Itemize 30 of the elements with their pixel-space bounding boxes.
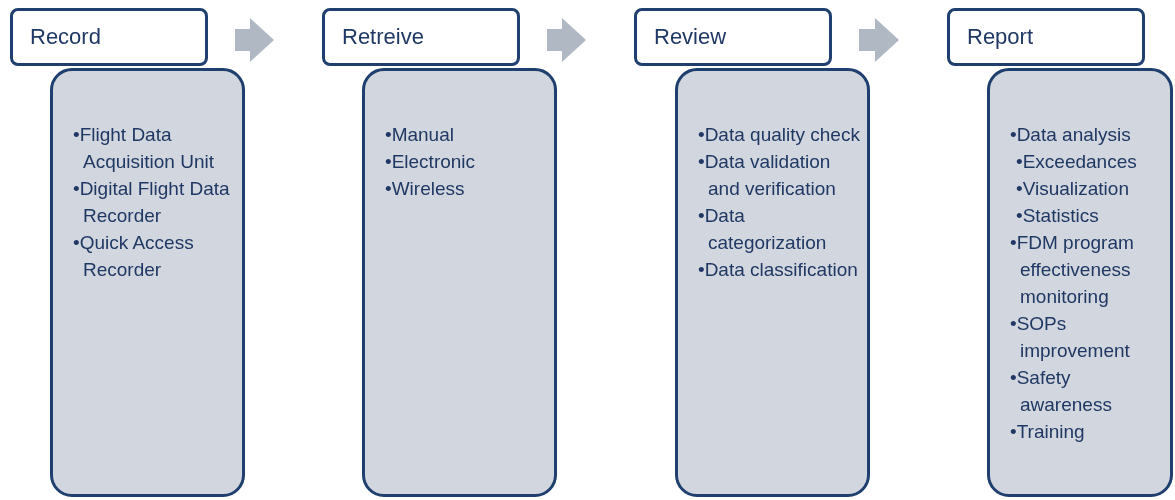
bullet-item: •Data validation and verification bbox=[698, 150, 837, 201]
stage-detail-card bbox=[675, 68, 870, 497]
bullet-item: •SOPs improvement bbox=[1010, 312, 1131, 363]
stage-title: Report bbox=[967, 23, 1034, 51]
stage-detail-card bbox=[362, 68, 557, 497]
bullet-item: •Data quality check bbox=[698, 123, 861, 147]
stage-detail-card bbox=[987, 68, 1173, 497]
bullet-item: •Safety awareness bbox=[1010, 366, 1113, 417]
stage-header-box bbox=[322, 8, 520, 66]
bullet-item: •Training bbox=[1010, 420, 1086, 444]
bullet-item: •Digital Flight Data Recorder bbox=[73, 177, 231, 228]
stage-title: Record bbox=[30, 23, 101, 51]
bullet-item: •Quick Access Recorder bbox=[73, 231, 195, 282]
bullet-item: •FDM program effectiveness monitoring bbox=[1010, 231, 1135, 309]
stage-header-box bbox=[10, 8, 208, 66]
stage-header-box bbox=[947, 8, 1145, 66]
stage-detail-card bbox=[50, 68, 245, 497]
bullet-item: •Wireless bbox=[385, 177, 466, 201]
bullet-item: •Manual bbox=[385, 123, 455, 147]
stage-title: Review bbox=[654, 23, 727, 51]
bullet-item: •Visualization bbox=[1016, 177, 1130, 201]
stage-header-box bbox=[634, 8, 832, 66]
bullet-item: •Data classification bbox=[698, 258, 859, 282]
stage-title: Retreive bbox=[342, 23, 424, 51]
bullet-item: •Flight Data Acquisition Unit bbox=[73, 123, 215, 174]
bullet-item: •Exceedances bbox=[1016, 150, 1138, 174]
bullet-item: •Electronic bbox=[385, 150, 477, 174]
bullet-item: •Data categorization bbox=[698, 204, 828, 255]
bullet-item: •Data analysis bbox=[1010, 123, 1132, 147]
bullet-item: •Statistics bbox=[1016, 204, 1100, 228]
